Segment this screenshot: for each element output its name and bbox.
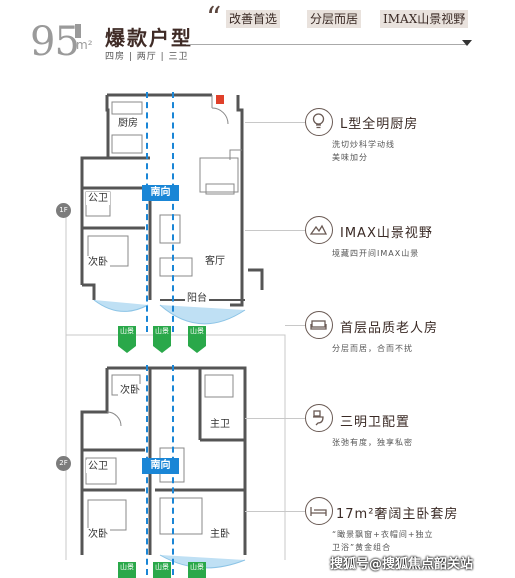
mountain-view-marker-2: 山景 bbox=[153, 326, 171, 346]
room-public-bath-2f: 公卫 bbox=[86, 460, 110, 473]
bulb-icon bbox=[305, 108, 333, 136]
area-marker bbox=[75, 24, 81, 38]
mountain-view-marker-6: 山景 bbox=[188, 562, 206, 578]
mountain-icon bbox=[305, 216, 333, 244]
tag-imax: IMAX山景视野 bbox=[380, 10, 469, 28]
sight-line-1f-right bbox=[172, 92, 174, 332]
watermark: 搜狐号@搜狐焦点韶关站 bbox=[330, 557, 474, 572]
quote-mark-icon: “ bbox=[206, 1, 222, 36]
connector-line bbox=[245, 230, 305, 231]
feature-desc-imax: 境藏四开间IMAX山景 bbox=[332, 249, 420, 258]
room-kitchen-1f: 厨房 bbox=[116, 117, 140, 130]
arrow-down-icon bbox=[153, 346, 171, 353]
connector-line bbox=[285, 325, 305, 326]
room-master-bedroom-2f: 主卧 bbox=[208, 528, 232, 541]
mountain-view-marker-5: 山景 bbox=[153, 562, 171, 578]
connector-line bbox=[245, 511, 305, 512]
floor-badge-1f: 1F bbox=[56, 203, 71, 218]
sofa-icon bbox=[305, 311, 333, 339]
connector-line bbox=[245, 122, 305, 123]
room-living-room-1f: 客厅 bbox=[203, 255, 227, 268]
feature-title-master-suite: 17m²奢阔主卧套房 bbox=[336, 507, 459, 522]
arrow-down-icon bbox=[118, 346, 136, 353]
feature-desc-elder-room: 分层而居，合而不扰 bbox=[332, 344, 413, 353]
mountain-view-marker-4: 山景 bbox=[118, 562, 136, 578]
floor-plan-drawing bbox=[65, 93, 286, 569]
mountain-view-marker-3: 山景 bbox=[188, 326, 206, 346]
mountain-view-marker-1: 山景 bbox=[118, 326, 136, 346]
tag-upgrade: 改善首选 bbox=[226, 10, 281, 28]
page-title: 爆款户型 bbox=[105, 26, 193, 50]
feature-title-kitchen: L型全明厨房 bbox=[340, 117, 419, 132]
feature-desc-kitchen-1: 洗切炒科学动线 bbox=[332, 140, 395, 149]
room-master-bath-2f: 主卫 bbox=[208, 418, 232, 431]
feature-desc-master-suite-1: “瞰景飘窗+衣帽间+独立 bbox=[332, 530, 434, 539]
page-subtitle: 四房 | 两厅 | 三卫 bbox=[105, 52, 189, 62]
floor-badge-2f: 2F bbox=[56, 456, 71, 471]
room-public-bath-1f: 公卫 bbox=[86, 192, 110, 205]
triangle-down-icon bbox=[462, 40, 472, 46]
room-bedroom-1f: 次卧 bbox=[86, 256, 110, 269]
room-bedroom-2f-bottom: 次卧 bbox=[86, 528, 110, 541]
sight-line-1f-left bbox=[146, 92, 148, 332]
room-bedroom-2f-top: 次卧 bbox=[118, 384, 142, 397]
feature-desc-kitchen-2: 美味加分 bbox=[332, 153, 368, 162]
arrow-down-icon bbox=[188, 346, 206, 353]
feature-desc-master-suite-2: 卫浴”黄金组合 bbox=[332, 543, 392, 552]
south-direction-label-1f: 南向 bbox=[142, 185, 179, 201]
room-balcony-1f: 阳台 bbox=[185, 292, 209, 305]
connector-line bbox=[245, 418, 305, 419]
toilet-icon bbox=[305, 404, 333, 432]
feature-title-bathrooms: 三明卫配置 bbox=[340, 415, 411, 430]
feature-desc-bathrooms: 张弛有度，独享私密 bbox=[332, 438, 413, 447]
header-divider bbox=[186, 44, 466, 45]
feature-title-imax: IMAX山景视野 bbox=[340, 226, 433, 241]
feature-title-elder-room: 首层品质老人房 bbox=[340, 321, 439, 336]
area-unit: m² bbox=[76, 38, 93, 52]
bed-icon bbox=[305, 497, 333, 525]
area-number: 95 bbox=[30, 19, 80, 65]
south-direction-label-2f: 南向 bbox=[142, 458, 179, 474]
tag-layered: 分层而居 bbox=[307, 10, 362, 28]
